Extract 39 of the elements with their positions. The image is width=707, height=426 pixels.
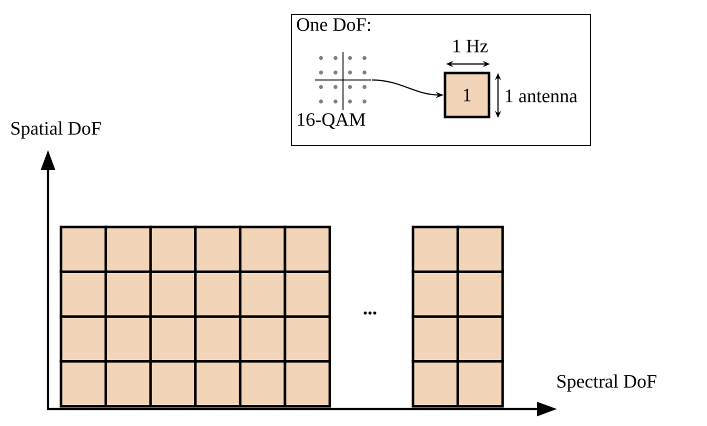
resource-cell xyxy=(412,226,460,274)
resource-cell xyxy=(412,360,460,408)
resource-cell xyxy=(238,226,286,274)
resource-cell xyxy=(238,315,286,363)
resource-cell xyxy=(456,270,504,318)
axis-label: Spatial DoF xyxy=(11,121,101,139)
resource-cell xyxy=(284,360,332,408)
resource-cell xyxy=(456,360,504,408)
resource-cell xyxy=(104,226,152,274)
resource-cell xyxy=(194,226,242,274)
resource-cell xyxy=(60,270,108,318)
resource-cell xyxy=(284,315,332,363)
resource-cell xyxy=(284,226,332,274)
resource-cell xyxy=(149,270,197,318)
resource-cell xyxy=(194,270,242,318)
resource-cell xyxy=(412,315,460,363)
resource-cell xyxy=(456,226,504,274)
symbol-box: 1 xyxy=(444,72,490,118)
resource-cell xyxy=(412,270,460,318)
resource-cell xyxy=(194,315,242,363)
resource-cell xyxy=(149,315,197,363)
constellation-drawing xyxy=(314,52,372,110)
resource-cell xyxy=(149,226,197,274)
resource-cell xyxy=(104,360,152,408)
resource-cell xyxy=(149,360,197,408)
axis-label: Spectral DoF xyxy=(557,374,656,392)
resource-cell xyxy=(104,315,152,363)
constellation-label: 16-QAM xyxy=(298,113,366,129)
resource-cell xyxy=(104,270,152,318)
resource-cell xyxy=(456,315,504,363)
resource-cell xyxy=(60,360,108,408)
resource-cell xyxy=(60,226,108,274)
resource-cell xyxy=(238,270,286,318)
resource-cell xyxy=(194,360,242,408)
resource-cell xyxy=(284,270,332,318)
dimension-label: 1 Hz xyxy=(453,40,488,52)
resource-cell xyxy=(60,315,108,363)
resource-cell xyxy=(238,360,286,408)
ellipsis: ... xyxy=(364,311,376,315)
